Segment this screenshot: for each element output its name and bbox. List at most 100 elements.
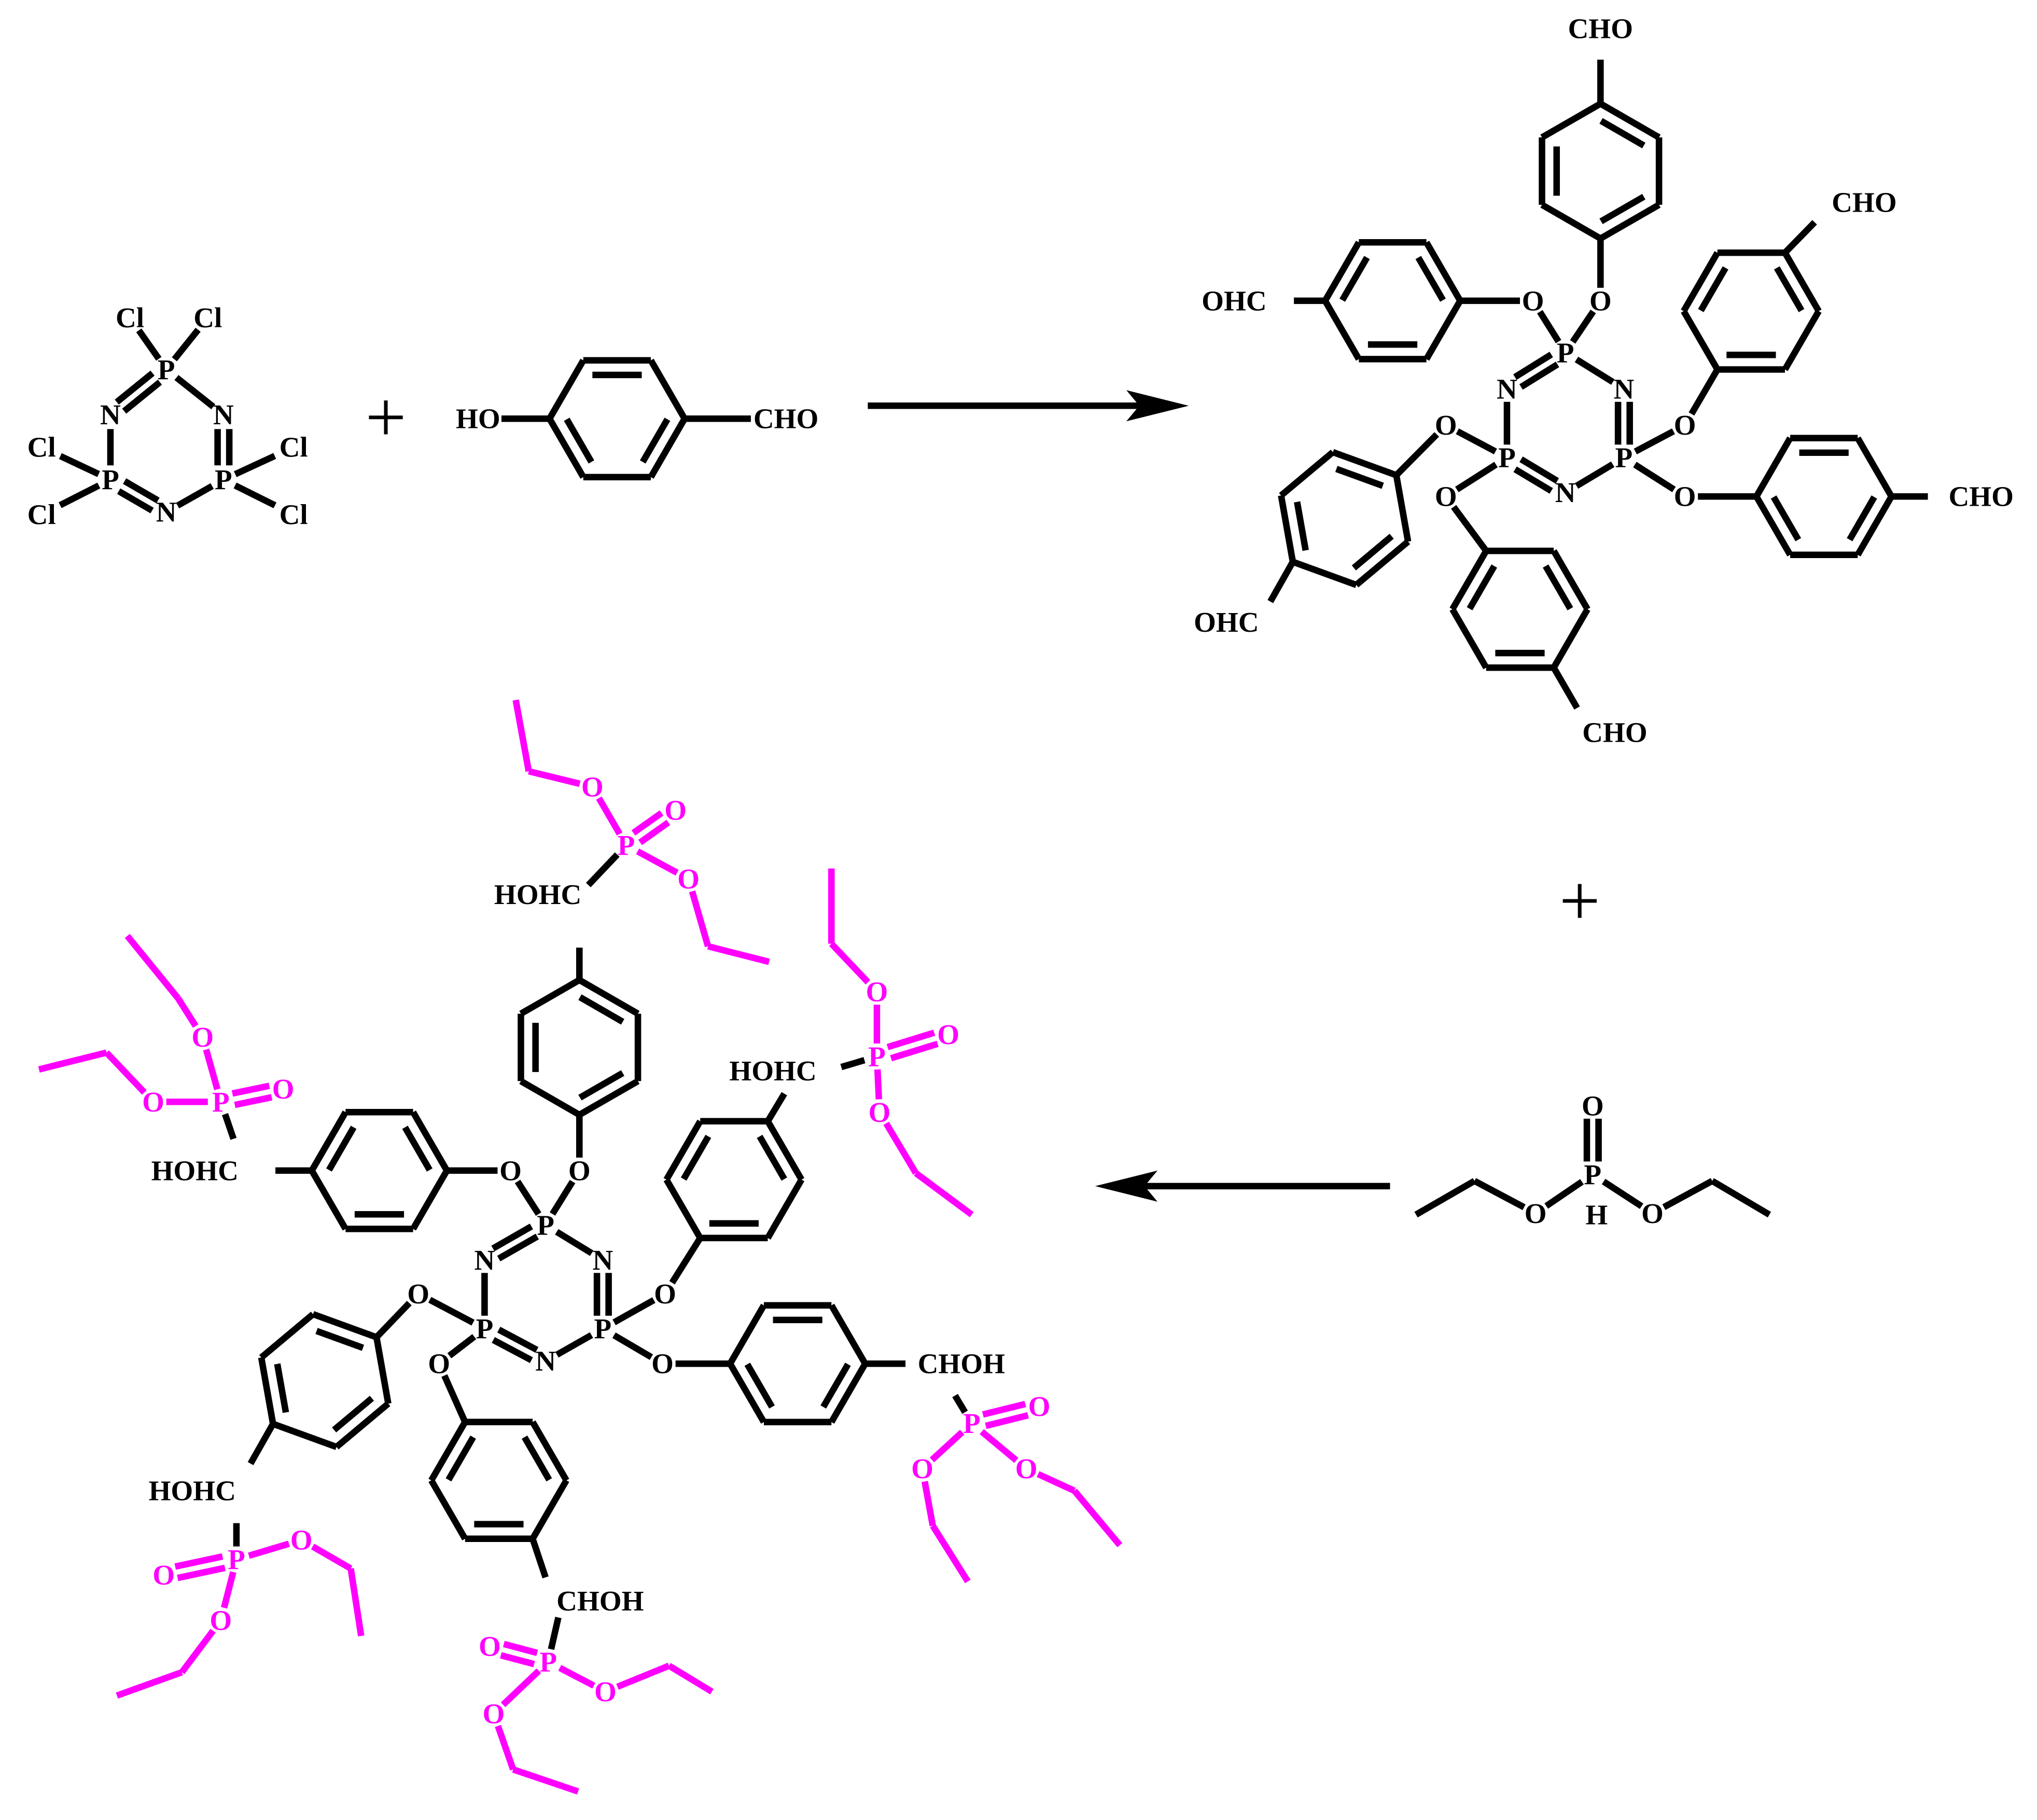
double-bond <box>497 1233 539 1262</box>
ring-inner-bond <box>1294 501 1309 551</box>
ring-bond <box>312 1311 378 1341</box>
bond <box>104 1050 147 1095</box>
ring-bond <box>1278 495 1296 563</box>
bond <box>555 1229 594 1256</box>
substituent-label: CHO <box>1582 717 1648 748</box>
bond <box>222 1113 237 1140</box>
double-bond <box>1519 456 1559 484</box>
bond <box>548 1617 562 1650</box>
ring-bond <box>1599 202 1661 242</box>
phosphorus-label: P <box>215 464 232 495</box>
ethoxy-oxygen-label: O <box>677 863 700 895</box>
bond <box>707 943 770 965</box>
ring-inner-bond <box>1770 495 1802 541</box>
phosphorus-label: P <box>537 1209 554 1241</box>
ring-bond <box>547 417 587 479</box>
bond <box>514 1179 541 1216</box>
ring-bond <box>1424 241 1463 302</box>
ring-inner-bond <box>680 1134 711 1181</box>
bond <box>616 1662 671 1690</box>
bond <box>1551 666 1580 710</box>
bond <box>176 483 214 509</box>
double-bond <box>890 1040 939 1062</box>
bond <box>840 1057 866 1071</box>
bond <box>1782 220 1817 255</box>
nitrogen-label: N <box>1497 373 1517 405</box>
bond <box>765 1092 787 1123</box>
ring-bond <box>663 1178 703 1240</box>
bond <box>1071 1489 1123 1548</box>
bond <box>829 941 871 985</box>
ring-inner-bond <box>757 1134 787 1181</box>
ether-oxygen-label: O <box>1674 409 1696 441</box>
bond <box>374 1301 412 1340</box>
bond <box>1574 356 1615 385</box>
ring-inner-bond <box>522 1435 552 1482</box>
bond <box>929 1429 965 1463</box>
bond <box>550 1179 576 1216</box>
double-bond <box>500 1652 535 1668</box>
ring-bond <box>648 417 688 479</box>
ring-inner-bond <box>1467 564 1497 610</box>
ring-bond <box>428 1420 468 1482</box>
bond <box>1710 1178 1771 1218</box>
ring-bond <box>1322 241 1362 302</box>
ring-bond <box>309 1110 348 1172</box>
bond <box>1473 1178 1526 1211</box>
ether-oxygen-label: O <box>1589 285 1612 316</box>
ring-bond <box>1279 449 1335 498</box>
nitrogen-label: N <box>592 1244 613 1276</box>
chlorine-label: Cl <box>27 499 56 531</box>
ring-bond <box>727 1362 767 1424</box>
substituent-label: HOHC <box>494 879 581 910</box>
nitrogen-label: N <box>100 399 121 430</box>
ring-bond <box>578 977 640 1017</box>
substituent-label: HOHC <box>151 1155 239 1186</box>
bond <box>1537 310 1561 343</box>
ring-bond <box>428 1479 468 1540</box>
ring-bond <box>1551 607 1590 670</box>
ring-bond <box>1322 299 1362 361</box>
ethoxy-oxygen-label: O <box>911 1453 933 1484</box>
double-bond <box>886 1030 936 1050</box>
phosphoryl-oxygen-label: O <box>1028 1391 1051 1422</box>
bond <box>38 1049 107 1073</box>
ring-inner-bond <box>820 1363 851 1409</box>
ring-inner-bond <box>315 1328 365 1351</box>
substituent-label: CHO <box>1832 186 1897 218</box>
substituent-label: CHO <box>1949 481 2014 512</box>
ring-bond <box>309 1169 348 1231</box>
nitrogen-label: N <box>1613 373 1634 405</box>
bond <box>174 374 216 410</box>
ethoxy-oxygen-label: O <box>1015 1453 1038 1484</box>
phosphoryl-oxygen-label: O <box>152 1559 175 1591</box>
bond <box>555 1332 593 1358</box>
nitrogen-label: N <box>475 1244 495 1276</box>
bond <box>1456 428 1497 455</box>
bond <box>441 1374 468 1424</box>
bond <box>980 1429 1018 1463</box>
substituent-label: HOHC <box>149 1475 236 1507</box>
ethoxy-oxygen-label: O <box>581 771 604 803</box>
phosphoryl-oxygen-label: O <box>272 1073 295 1105</box>
bond <box>529 1537 549 1579</box>
ether-oxygen-label: O <box>654 1278 676 1310</box>
bond <box>1451 505 1489 553</box>
bond <box>914 1170 974 1217</box>
ring-bond <box>1354 539 1411 588</box>
bond <box>1267 560 1296 603</box>
ring-inner-bond <box>1698 266 1728 312</box>
bond <box>1601 1178 1643 1209</box>
ring-bond <box>410 1110 450 1172</box>
nitrogen-label: N <box>156 496 177 528</box>
ring-bond <box>1854 436 1894 498</box>
ring-bond <box>1424 299 1463 361</box>
arrows-and-plus-signs: ++ <box>365 377 1600 1202</box>
bond <box>874 1069 883 1100</box>
ether-oxygen-label: O <box>568 1155 591 1186</box>
ethoxy-oxygen-label: O <box>142 1086 164 1118</box>
ring-inner-bond <box>1543 564 1573 610</box>
ring-bond <box>519 1078 581 1118</box>
